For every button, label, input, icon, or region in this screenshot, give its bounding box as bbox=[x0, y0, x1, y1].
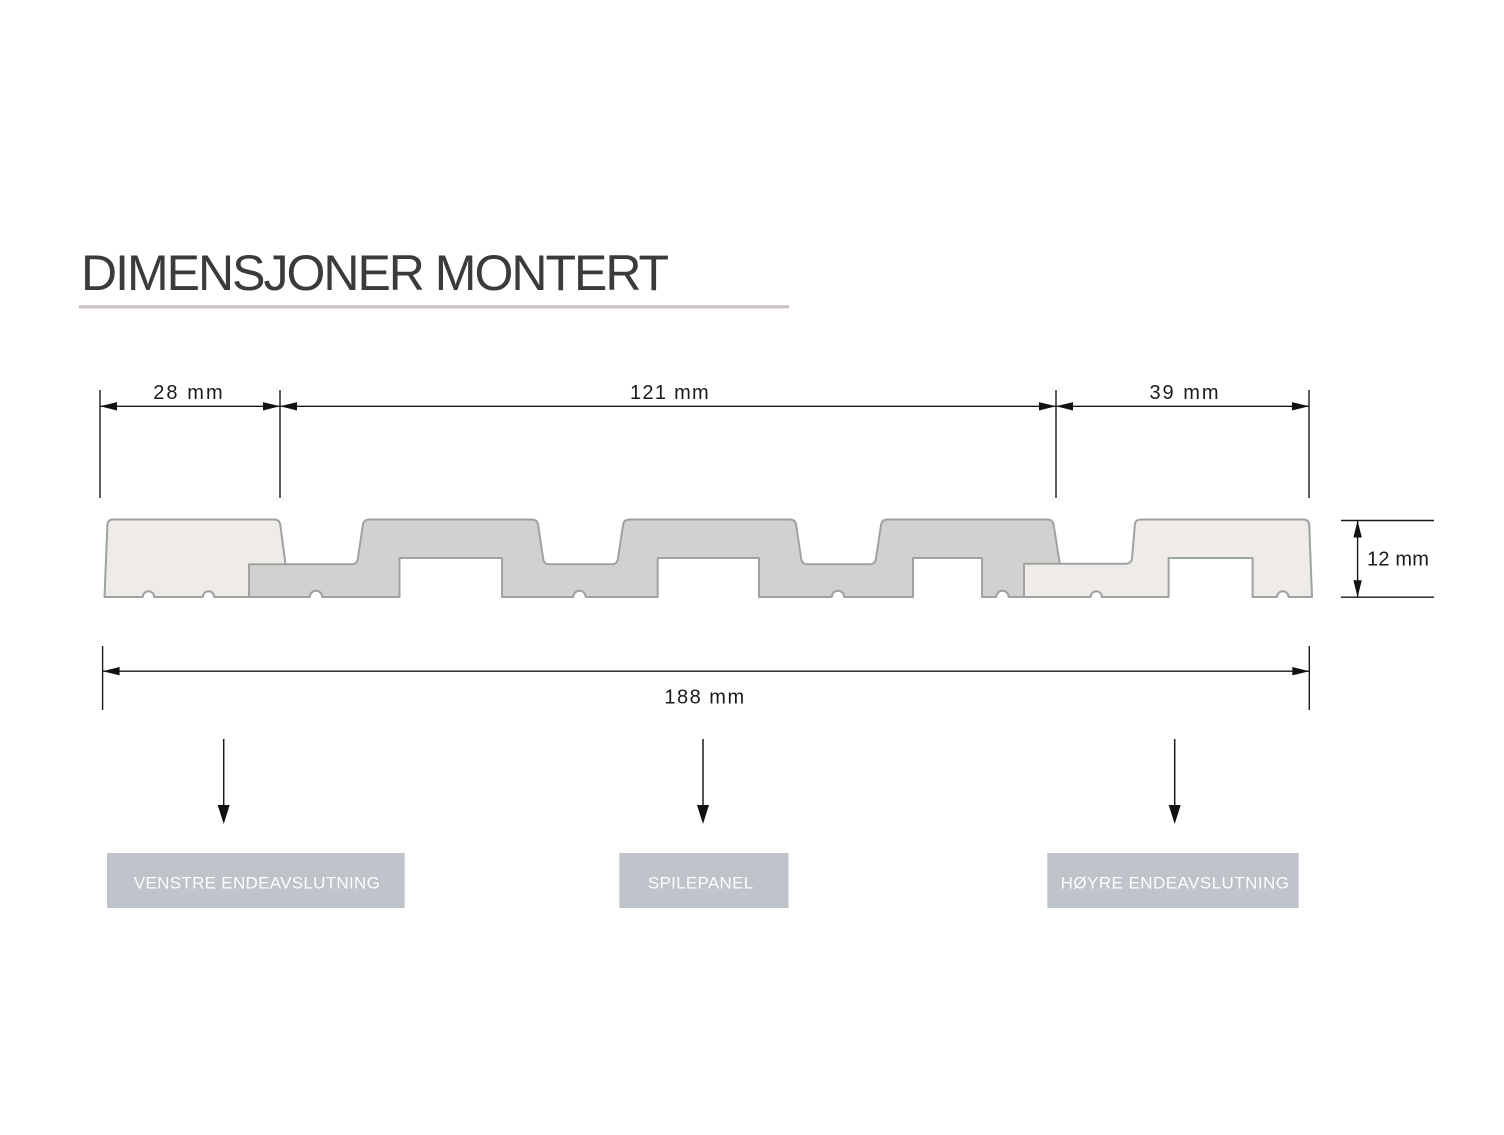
svg-text:DIMENSJONER MONTERT: DIMENSJONER MONTERT bbox=[81, 245, 669, 301]
svg-text:12 mm: 12 mm bbox=[1367, 549, 1429, 571]
svg-text:SPILEPANEL: SPILEPANEL bbox=[648, 874, 754, 893]
svg-text:188 mm: 188 mm bbox=[664, 687, 745, 709]
svg-text:121 mm: 121 mm bbox=[630, 382, 710, 404]
svg-text:39 mm: 39 mm bbox=[1149, 382, 1220, 404]
svg-text:VENSTRE ENDEAVSLUTNING: VENSTRE ENDEAVSLUTNING bbox=[134, 874, 380, 893]
svg-text:HØYRE ENDEAVSLUTNING: HØYRE ENDEAVSLUTNING bbox=[1061, 874, 1290, 893]
svg-text:28 mm: 28 mm bbox=[153, 382, 225, 404]
